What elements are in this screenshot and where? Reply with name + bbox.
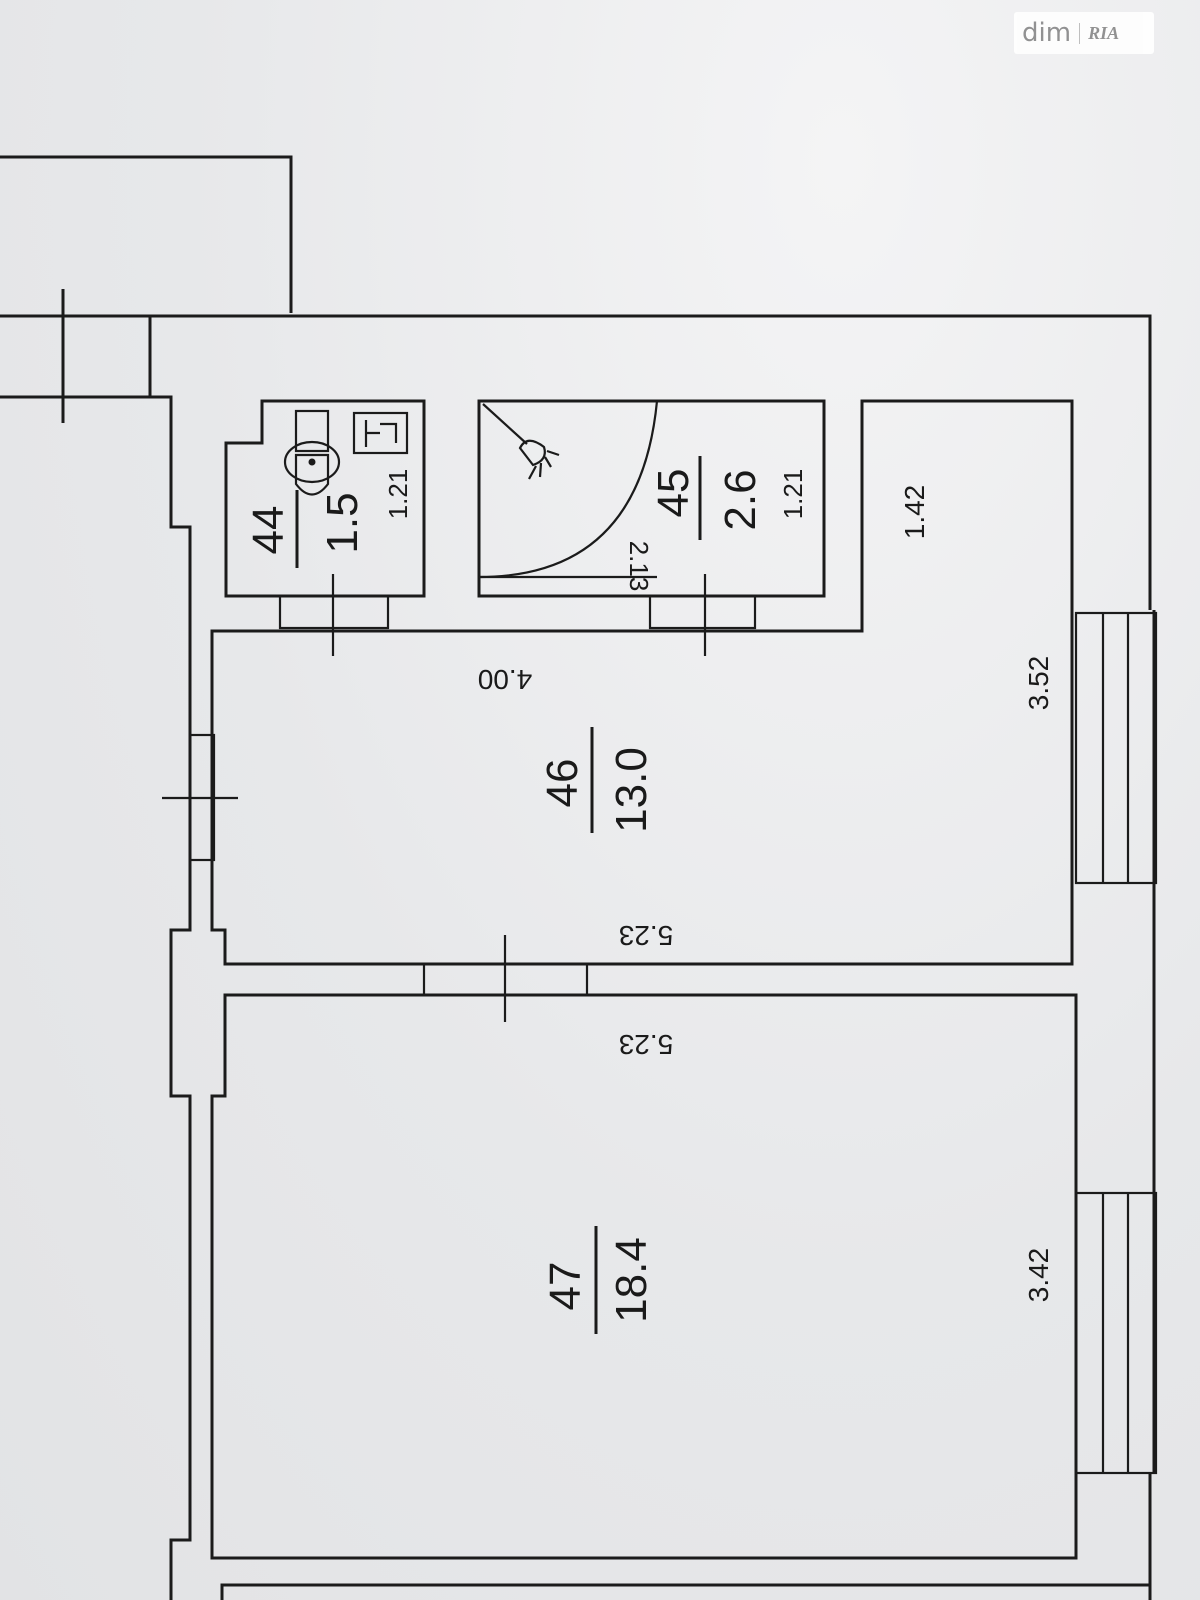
living-dim-window: 3.42 [1023, 1248, 1054, 1303]
kitchen-area: 13.0 [607, 747, 656, 833]
neighbor-unit-top [0, 155, 293, 313]
living-dim-top: 5.23 [619, 1029, 674, 1060]
shower-icon [482, 403, 560, 480]
wc-label: 44 1.5 1.21 [244, 469, 413, 568]
living-area: 18.4 [607, 1237, 656, 1323]
room-bath [477, 399, 826, 656]
water-heater-icon [352, 411, 409, 455]
bath-width: 1.21 [778, 469, 808, 520]
watermark-text: dim [1022, 18, 1072, 48]
kitchen-label: 46 13.0 4.00 5.23 3.52 1.42 [478, 485, 1054, 951]
toilet-icon [283, 409, 341, 496]
wc-width: 1.21 [383, 469, 413, 520]
room-kitchen [162, 399, 1074, 966]
wc-area: 1.5 [318, 492, 367, 553]
watermark-ria: RIA [1079, 22, 1119, 44]
window-living [1074, 1191, 1158, 1475]
watermark-logo: dim RIA [1014, 12, 1154, 54]
neighbor-unit-bottom [220, 1583, 1150, 1600]
bath-area: 2.6 [716, 469, 765, 530]
kitchen-dim-top: 4.00 [478, 664, 533, 695]
living-number: 47 [541, 1262, 590, 1311]
window-kitchen [1074, 611, 1158, 885]
bath-number: 45 [649, 469, 698, 518]
room-wc [224, 399, 426, 656]
kitchen-number: 46 [538, 759, 587, 808]
outer-walls [0, 289, 1156, 1600]
bath-length: 2.13 [624, 541, 654, 592]
kitchen-dim-corridor: 1.42 [899, 485, 930, 540]
bath-label: 45 2.6 1.21 2.13 [624, 456, 808, 591]
kitchen-dim-window: 3.52 [1023, 656, 1054, 711]
wc-number: 44 [244, 506, 293, 555]
room-living [210, 935, 1078, 1560]
living-label: 47 18.4 5.23 3.42 [541, 1029, 1054, 1334]
kitchen-dim-bottom: 5.23 [619, 920, 674, 951]
